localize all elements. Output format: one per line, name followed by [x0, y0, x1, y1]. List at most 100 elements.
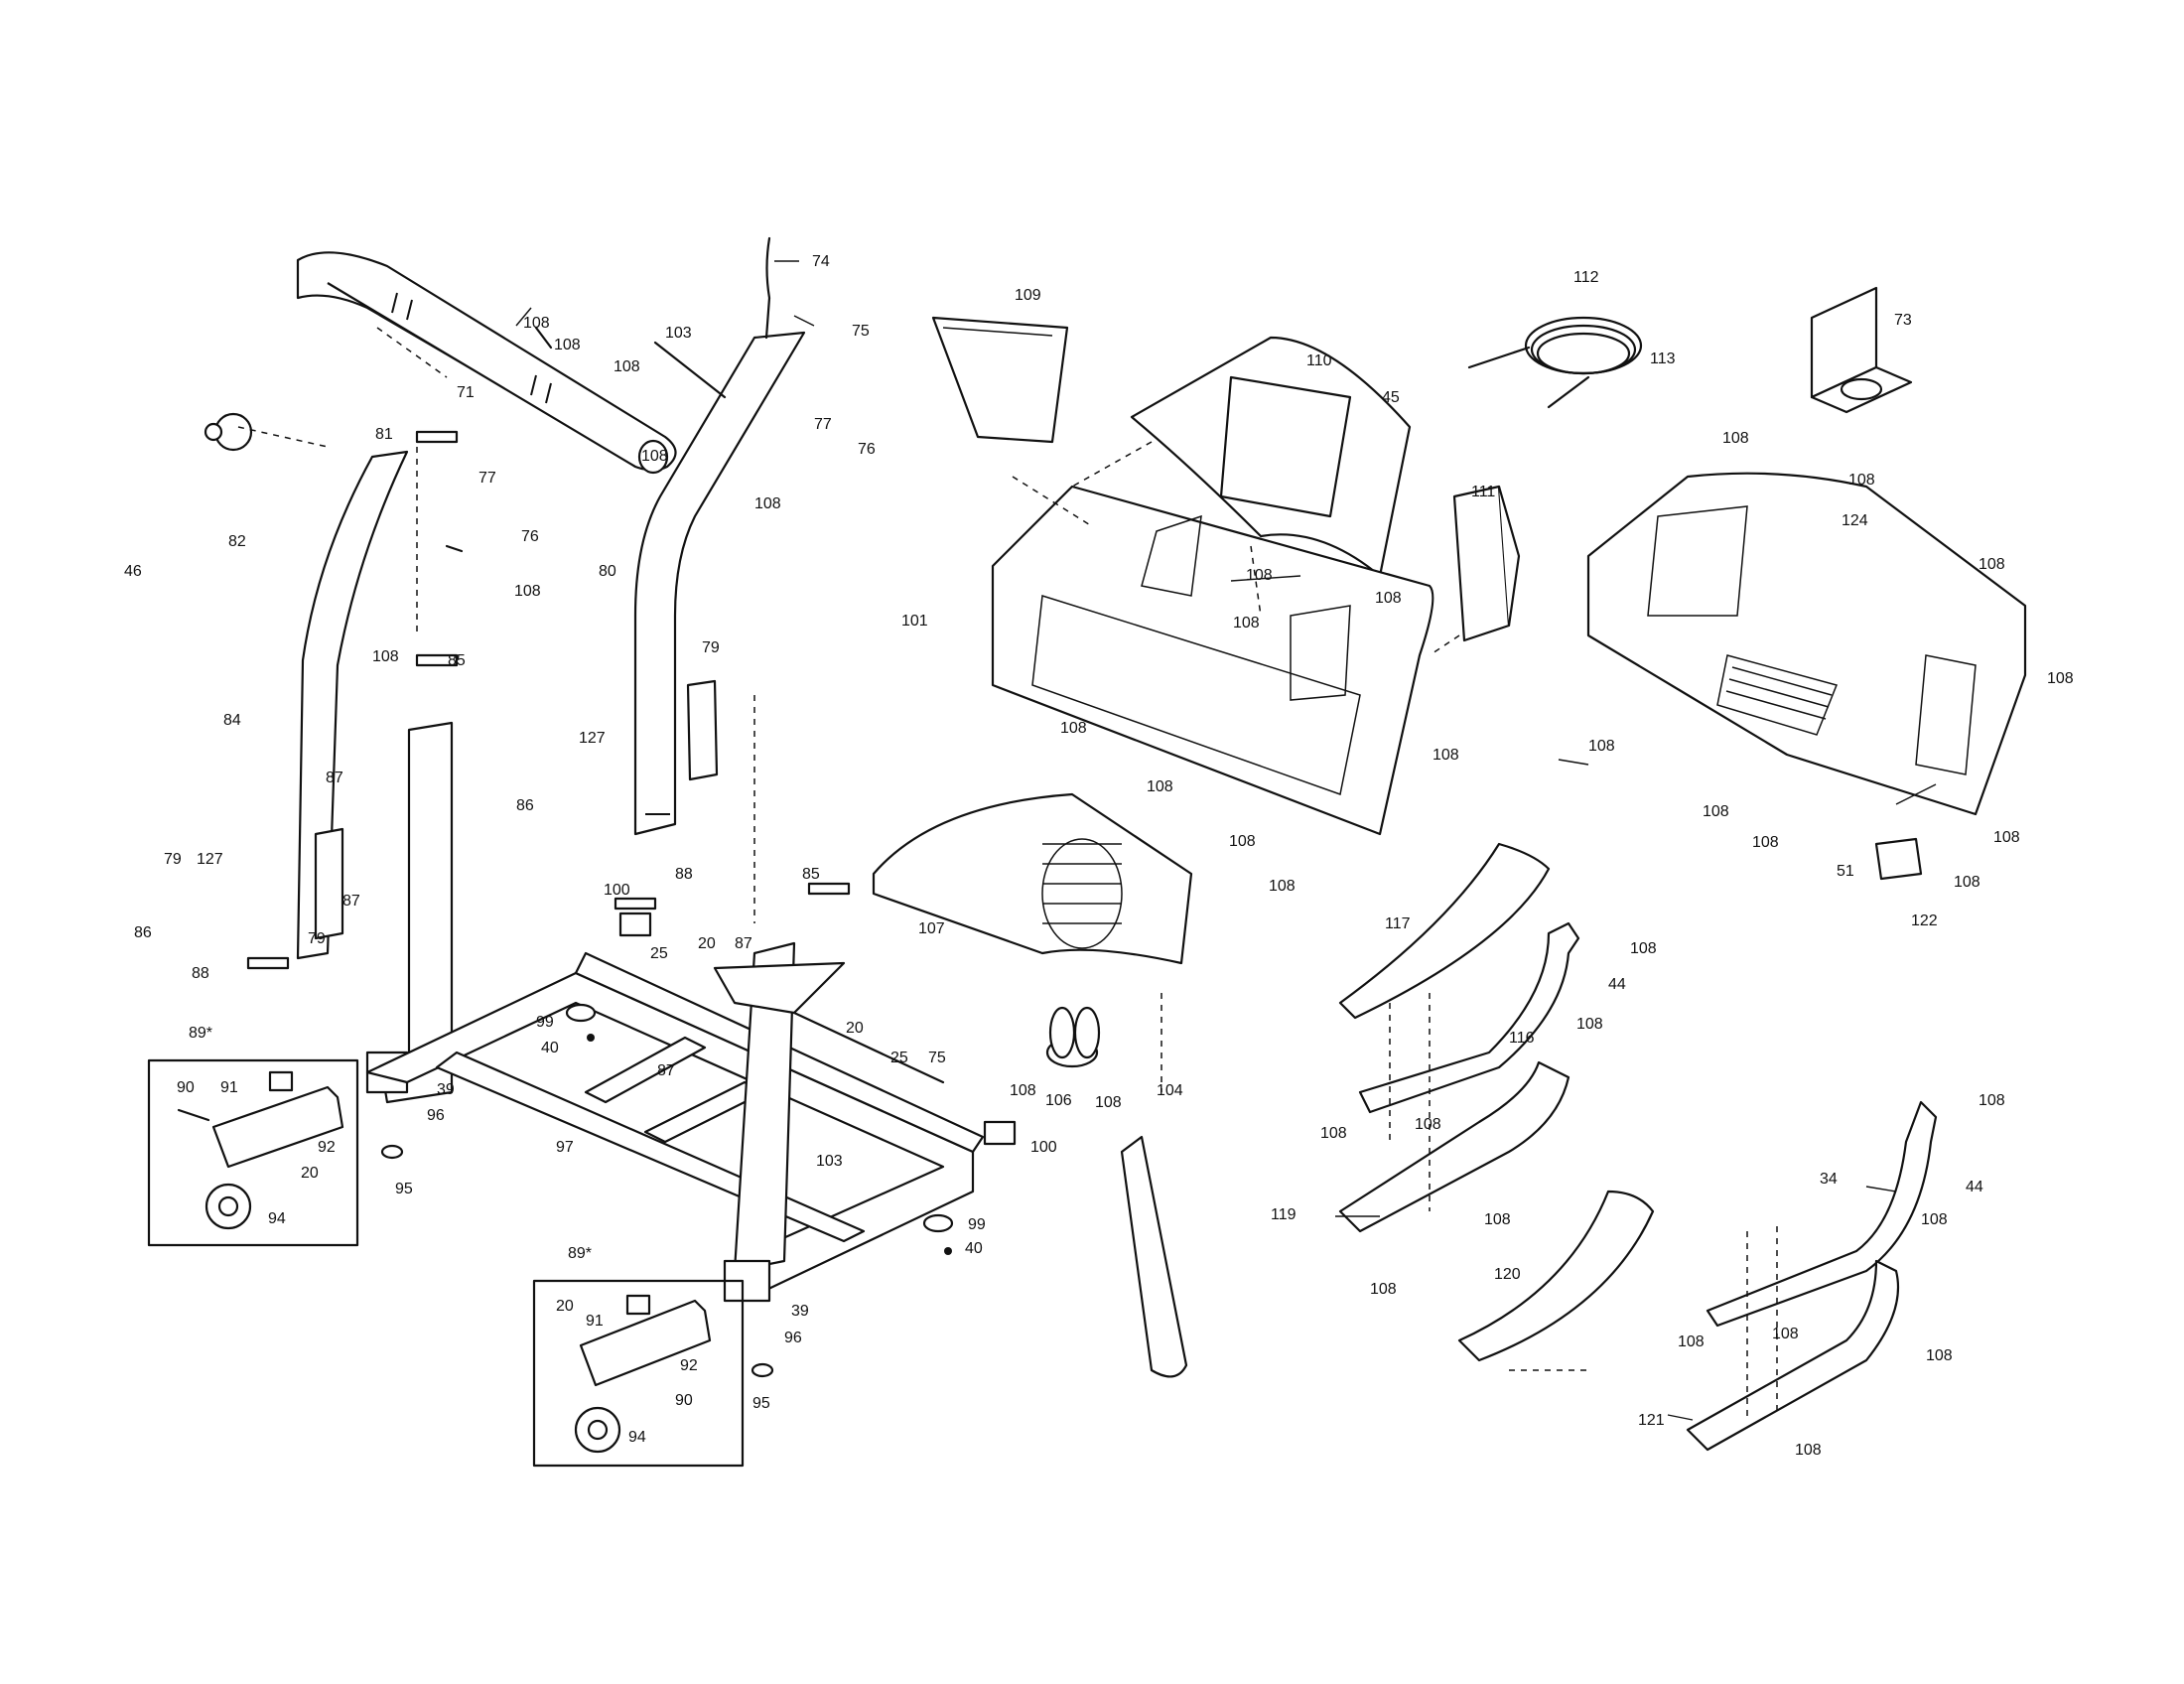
callout-95: 95: [752, 1395, 770, 1412]
callout-108: 108: [1229, 833, 1256, 850]
callout-39: 39: [791, 1303, 809, 1320]
bracket-79: [314, 679, 719, 940]
callout-87: 87: [326, 770, 343, 786]
callout-89-star: 89*: [568, 1245, 592, 1262]
callout-108: 108: [1848, 472, 1875, 489]
callout-20: 20: [301, 1165, 319, 1182]
assembly-dashed-lines: [237, 327, 1778, 1420]
callout-108: 108: [754, 495, 781, 512]
callout-75: 75: [852, 323, 870, 340]
callout-108: 108: [1433, 747, 1459, 764]
callout-96: 96: [427, 1107, 445, 1124]
callout-124: 124: [1842, 512, 1868, 529]
hardware-small-parts: [204, 326, 1017, 1378]
callout-119: 119: [1271, 1206, 1297, 1223]
rail-base-121: [1686, 1259, 1900, 1452]
callout-108: 108: [1752, 834, 1779, 851]
callout-120: 120: [1494, 1266, 1521, 1283]
cable-112: [1467, 316, 1643, 409]
callout-108: 108: [1926, 1347, 1953, 1364]
callout-108: 108: [641, 448, 668, 465]
callout-108: 108: [523, 315, 550, 332]
callout-108: 108: [1320, 1125, 1347, 1142]
callout-87: 87: [735, 935, 752, 952]
tray-111: [1452, 485, 1521, 642]
callout-75: 75: [928, 1050, 946, 1066]
callout-94: 94: [628, 1429, 646, 1446]
callout-108: 108: [1370, 1281, 1397, 1298]
callout-20: 20: [698, 935, 716, 952]
callout-76: 76: [521, 528, 539, 545]
callout-92: 92: [680, 1357, 698, 1374]
callout-96: 96: [784, 1330, 802, 1346]
callout-108: 108: [1630, 940, 1657, 957]
callout-92: 92: [318, 1139, 336, 1156]
callout-45: 45: [1382, 389, 1400, 406]
rail-base-119: [1338, 1060, 1570, 1233]
callout-108: 108: [1722, 430, 1749, 447]
callout-108: 108: [1095, 1094, 1122, 1111]
callout-100: 100: [604, 882, 630, 899]
upright-panel-85b: [723, 941, 796, 1303]
callout-127: 127: [197, 851, 223, 868]
callout-85: 85: [802, 866, 820, 883]
callout-108: 108: [1772, 1326, 1799, 1342]
callout-99: 99: [968, 1216, 986, 1233]
frame-base-97: [365, 951, 985, 1293]
callout-108: 108: [1979, 556, 2005, 573]
callout-100: 100: [1030, 1139, 1057, 1156]
callout-108: 108: [1233, 615, 1260, 632]
left-upright-84: [296, 450, 409, 960]
callout-109: 109: [1015, 287, 1041, 304]
callout-108: 108: [1415, 1116, 1441, 1133]
callout-34: 34: [1820, 1171, 1838, 1188]
callout-77: 77: [478, 470, 496, 487]
callout-112: 112: [1573, 269, 1599, 286]
callout-113: 113: [1650, 351, 1676, 367]
strap-104: [1120, 1135, 1188, 1378]
callout-108: 108: [1795, 1442, 1822, 1459]
callout-86: 86: [516, 797, 534, 814]
callout-46: 46: [124, 563, 142, 580]
callout-79: 79: [308, 930, 326, 947]
caster-box-89b: [532, 1279, 745, 1468]
rail-34: [1706, 1100, 1938, 1328]
callout-81: 81: [375, 426, 393, 443]
callout-84: 84: [223, 712, 241, 729]
callout-108: 108: [1588, 738, 1615, 755]
callout-121: 121: [1638, 1412, 1665, 1429]
callout-107: 107: [918, 920, 945, 937]
callout-108: 108: [1993, 829, 2020, 846]
callout-76: 76: [858, 441, 876, 458]
callout-108: 108: [1010, 1082, 1036, 1099]
callout-127: 127: [579, 730, 606, 747]
callout-40: 40: [965, 1240, 983, 1257]
callout-79: 79: [164, 851, 182, 868]
callout-44: 44: [1966, 1179, 1983, 1195]
callout-122: 122: [1911, 912, 1938, 929]
callout-labels: 71 74 75 103 108 108 108 108 108 77 76 8…: [124, 253, 2074, 1459]
callout-108: 108: [372, 648, 399, 665]
callout-86: 86: [134, 924, 152, 941]
callout-106: 106: [1045, 1092, 1072, 1109]
callout-108: 108: [2047, 670, 2074, 687]
handlebar-71: [296, 251, 677, 475]
callout-111: 111: [1471, 484, 1495, 500]
rail-116: [1358, 921, 1580, 1114]
console-frame-101: [991, 485, 1434, 836]
callout-20: 20: [556, 1298, 574, 1315]
caster-box-89a: [147, 1058, 359, 1247]
upright-80: [633, 236, 806, 836]
rail-cover-117: [1338, 842, 1551, 1020]
callout-97: 97: [556, 1139, 574, 1156]
callout-80: 80: [599, 563, 616, 580]
callout-108: 108: [1921, 1211, 1948, 1228]
callout-108: 108: [1484, 1211, 1511, 1228]
callout-95: 95: [395, 1181, 413, 1197]
callout-108: 108: [554, 337, 581, 353]
callout-108: 108: [514, 583, 541, 600]
callout-94: 94: [268, 1210, 286, 1227]
console-back-124: [1586, 472, 2027, 816]
callout-25: 25: [890, 1050, 908, 1066]
